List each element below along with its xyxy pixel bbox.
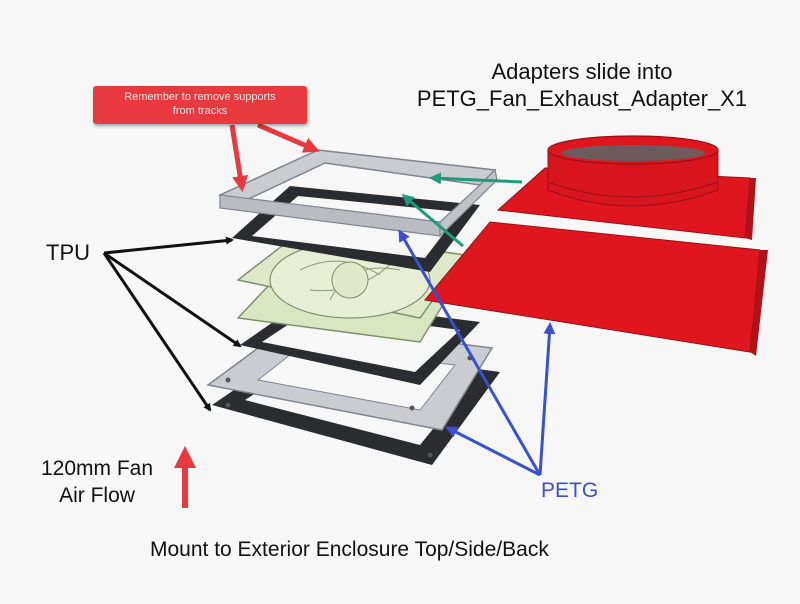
callout-line1: Remember to remove supports xyxy=(124,91,276,103)
tpu-arrows xyxy=(102,236,242,412)
airflow-label: 120mm Fan Air Flow xyxy=(22,455,172,509)
track-frame xyxy=(217,149,498,238)
round-exhaust-adapter xyxy=(496,135,756,240)
airflow-line2: Air Flow xyxy=(59,484,135,507)
title-line1: Adapters slide into xyxy=(491,59,673,84)
airflow-line1: 120mm Fan xyxy=(40,457,154,480)
flat-cover-adapter xyxy=(424,221,768,356)
mount-caption: Mount to Exterior Enclosure Top/Side/Bac… xyxy=(150,538,549,561)
slide-arrows xyxy=(401,172,523,248)
airflow-arrow-icon xyxy=(174,446,196,508)
remove-supports-callout: Remember to remove supports from tracks xyxy=(93,86,307,124)
callout-line2: from tracks xyxy=(172,105,228,117)
petg-label: PETG xyxy=(541,479,599,502)
title-line2: PETG_Fan_Exhaust_Adapter_X1 xyxy=(416,86,748,111)
adapters-title: Adapters slide into PETG_Fan_Exhaust_Ada… xyxy=(372,58,792,112)
callout-arrows xyxy=(229,122,320,192)
petg-arrows xyxy=(398,229,556,477)
tpu-label: TPU xyxy=(46,240,90,265)
